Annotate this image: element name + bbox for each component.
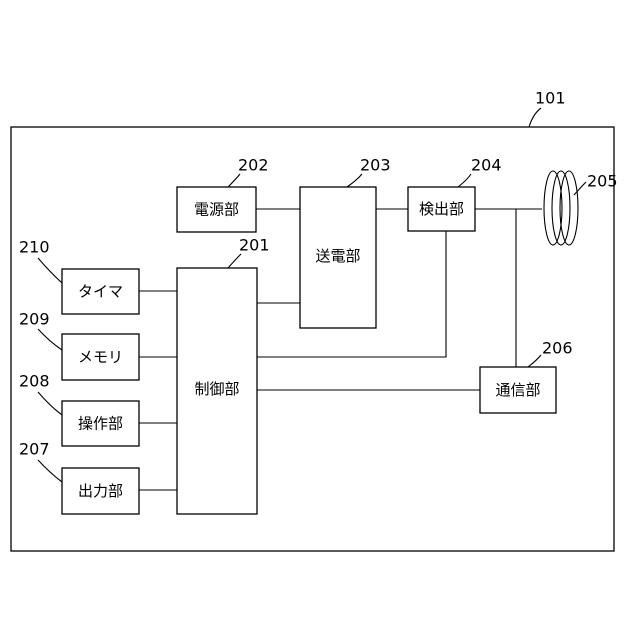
timer-label: タイマ	[78, 283, 123, 301]
control-ref: 201	[239, 236, 270, 255]
power-transmitter-label: 送電部	[315, 247, 360, 265]
detector-ref: 204	[471, 156, 502, 175]
memory-label: メモリ	[78, 348, 123, 366]
output-ref: 207	[19, 440, 50, 459]
operation-label: 操作部	[78, 415, 123, 433]
control-label: 制御部	[194, 380, 239, 398]
device-ref: 101	[535, 89, 566, 108]
timer-ref: 210	[19, 238, 50, 257]
memory-ref: 209	[19, 310, 50, 329]
detector-label: 検出部	[419, 200, 464, 218]
power-transmitter-ref: 203	[360, 156, 391, 175]
power-supply-ref: 202	[238, 156, 269, 175]
output-label: 出力部	[78, 482, 123, 500]
operation-ref: 208	[19, 372, 50, 391]
device-leader	[529, 108, 541, 127]
communication-label: 通信部	[495, 381, 540, 399]
communication-ref: 206	[542, 339, 573, 358]
power-supply-label: 電源部	[194, 201, 239, 219]
control-block: 制御部 201	[177, 236, 270, 515]
coil-ref: 205	[587, 172, 618, 191]
